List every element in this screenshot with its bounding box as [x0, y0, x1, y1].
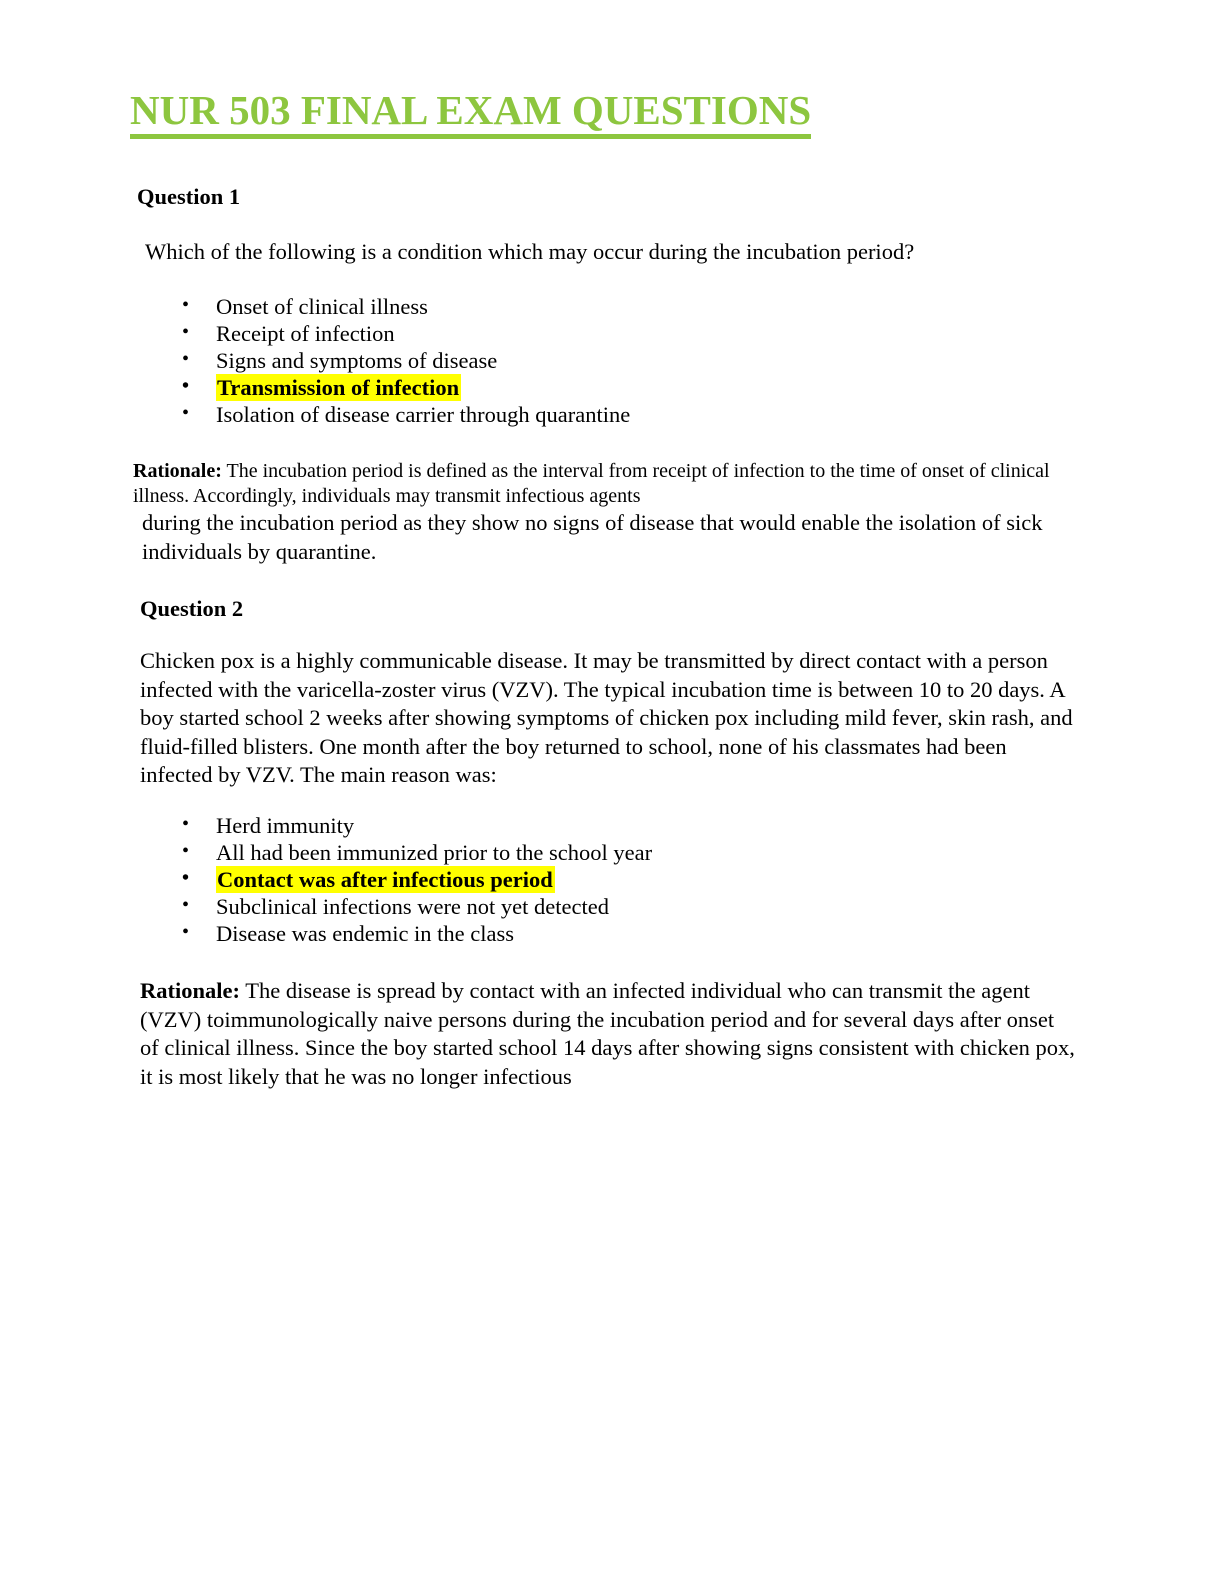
question-1-stem: Which of the following is a condition wh…	[145, 239, 915, 264]
option-label: Receipt of infection	[216, 321, 395, 346]
option-label: Isolation of disease carrier through qua…	[216, 402, 631, 427]
option-item-correct[interactable]: Transmission of infection	[174, 373, 934, 401]
rationale-label: Rationale:	[140, 978, 240, 1003]
option-item[interactable]: All had been immunized prior to the scho…	[174, 838, 934, 866]
option-item[interactable]: Signs and symptoms of disease	[174, 346, 934, 374]
option-label: Subclinical infections were not yet dete…	[216, 894, 609, 919]
rationale-text: The incubation period is defined as the …	[133, 460, 1050, 507]
rationale-label: Rationale:	[133, 460, 222, 482]
option-item[interactable]: Isolation of disease carrier through qua…	[174, 400, 934, 428]
question-2-options: Herd immunity All had been immunized pri…	[174, 811, 934, 947]
option-label: Onset of clinical illness	[216, 294, 428, 319]
question-1-rationale-part-1: Rationale: The incubation period is defi…	[133, 459, 1078, 509]
question-1-heading: Question 1	[137, 184, 241, 209]
page-title-text: NUR 503 FINAL EXAM QUESTIONS	[130, 87, 812, 140]
option-label-highlighted: Contact was after infectious period	[216, 866, 555, 893]
option-item-correct[interactable]: Contact was after infectious period	[174, 865, 934, 893]
option-label: Signs and symptoms of disease	[216, 348, 498, 373]
option-item[interactable]: Subclinical infections were not yet dete…	[174, 892, 934, 920]
question-2-rationale: Rationale: The disease is spread by cont…	[140, 977, 1078, 1091]
rationale-text: The disease is spread by contact with an…	[140, 978, 1075, 1089]
question-2-heading: Question 2	[140, 596, 244, 621]
option-item[interactable]: Disease was endemic in the class	[174, 919, 934, 947]
option-item[interactable]: Receipt of infection	[174, 319, 934, 347]
option-item[interactable]: Onset of clinical illness	[174, 292, 934, 320]
option-label: Herd immunity	[216, 813, 355, 838]
option-item[interactable]: Herd immunity	[174, 811, 934, 839]
question-2-stem: Chicken pox is a highly communicable dis…	[140, 648, 1073, 787]
page-title: NUR 503 FINAL EXAM QUESTIONS	[130, 87, 1090, 140]
option-label-highlighted: Transmission of infection	[216, 374, 462, 401]
option-label: All had been immunized prior to the scho…	[216, 840, 653, 865]
question-1-rationale-part-2: during the incubation period as they sho…	[142, 510, 1043, 564]
option-label: Disease was endemic in the class	[216, 921, 515, 946]
question-1-options: Onset of clinical illness Receipt of inf…	[174, 292, 934, 428]
